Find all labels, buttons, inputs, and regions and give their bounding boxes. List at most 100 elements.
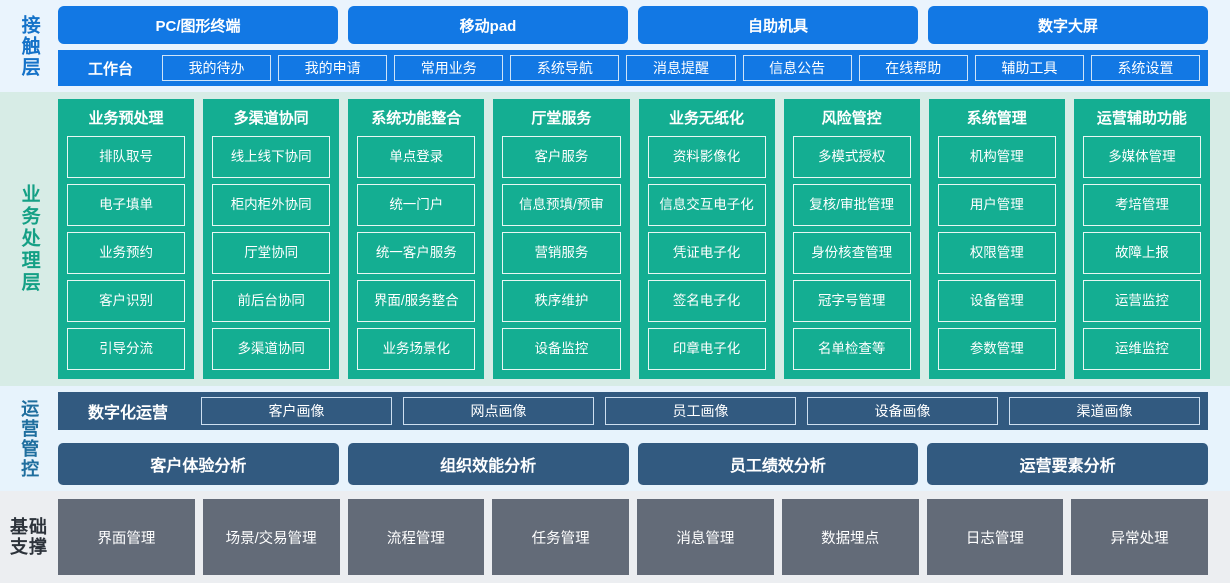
workbench-item-my-application[interactable]: 我的申请 — [278, 55, 388, 81]
biz-item[interactable]: 界面/服务整合 — [357, 280, 476, 322]
workbench-item-common-business[interactable]: 常用业务 — [394, 55, 504, 81]
column-title: 多渠道协同 — [233, 110, 309, 127]
biz-item[interactable]: 权限管理 — [937, 232, 1056, 274]
foundation-item-process-management[interactable]: 流程管理 — [347, 499, 485, 575]
biz-item[interactable]: 统一客户服务 — [357, 232, 476, 274]
business-column-hall-service: 厅堂服务 客户服务 信息预填/预审 营销服务 秩序维护 设备监控 — [493, 99, 630, 379]
biz-item[interactable]: 信息交互电子化 — [647, 184, 766, 226]
biz-item[interactable]: 运营监控 — [1082, 280, 1201, 322]
workbench-item-auxiliary-tools[interactable]: 辅助工具 — [974, 55, 1084, 81]
profile-item-employee[interactable]: 员工画像 — [605, 397, 797, 425]
biz-item[interactable]: 设备监控 — [502, 328, 621, 370]
biz-item[interactable]: 运维监控 — [1082, 328, 1201, 370]
column-items: 客户服务 信息预填/预审 营销服务 秩序维护 设备监控 — [502, 136, 621, 370]
analysis-item-organizational-efficiency[interactable]: 组织效能分析 — [347, 443, 629, 485]
biz-item[interactable]: 客户服务 — [502, 136, 621, 178]
biz-item[interactable]: 业务预约 — [67, 232, 186, 274]
business-column-preprocessing: 业务预处理 排队取号 电子填单 业务预约 客户识别 引导分流 — [58, 99, 195, 379]
analysis-item-employee-performance[interactable]: 员工绩效分析 — [637, 443, 919, 485]
column-items: 排队取号 电子填单 业务预约 客户识别 引导分流 — [67, 136, 186, 370]
biz-item[interactable]: 客户识别 — [67, 280, 186, 322]
foundation-item-message-management[interactable]: 消息管理 — [637, 499, 774, 575]
biz-item[interactable]: 电子填单 — [67, 184, 186, 226]
biz-item[interactable]: 营销服务 — [502, 232, 621, 274]
analysis-item-operation-elements[interactable]: 运营要素分析 — [927, 443, 1208, 485]
biz-item[interactable]: 前后台协同 — [212, 280, 331, 322]
foundation-label-line1: 基础 — [10, 516, 48, 537]
foundation-item-scene-transaction-management[interactable]: 场景/交易管理 — [202, 499, 340, 575]
channel-tab-mobile-pad[interactable]: 移动pad — [348, 6, 628, 44]
contact-layer-body: PC/图形终端 移动pad 自助机具 数字大屏 工作台 我的待办 我的申请 常用… — [58, 6, 1230, 86]
foundation-item-ui-management[interactable]: 界面管理 — [58, 499, 195, 575]
biz-item[interactable]: 参数管理 — [937, 328, 1056, 370]
column-items: 多媒体管理 考培管理 故障上报 运营监控 运维监控 — [1082, 136, 1201, 370]
business-column-row: 业务预处理 排队取号 电子填单 业务预约 客户识别 引导分流 多渠道协同 线上线… — [58, 99, 1210, 379]
biz-item[interactable]: 柜内柜外协同 — [212, 184, 331, 226]
column-title: 系统功能整合 — [371, 110, 462, 127]
biz-item[interactable]: 多媒体管理 — [1082, 136, 1201, 178]
biz-item[interactable]: 单点登录 — [357, 136, 476, 178]
workbench-item-my-todo[interactable]: 我的待办 — [162, 55, 272, 81]
profile-item-channel[interactable]: 渠道画像 — [1009, 397, 1201, 425]
biz-item[interactable]: 统一门户 — [357, 184, 476, 226]
foundation-label-line2: 支撑 — [10, 537, 48, 557]
channel-tab-row: PC/图形终端 移动pad 自助机具 数字大屏 — [58, 6, 1208, 44]
biz-item[interactable]: 名单检查等 — [792, 328, 911, 370]
profile-item-device[interactable]: 设备画像 — [807, 397, 999, 425]
contact-layer: 接触层 PC/图形终端 移动pad 自助机具 数字大屏 工作台 我的待办 我的申… — [0, 0, 1230, 92]
foundation-row: 界面管理 场景/交易管理 流程管理 任务管理 消息管理 数据埋点 日志管理 异常… — [58, 499, 1208, 575]
biz-item[interactable]: 机构管理 — [937, 136, 1056, 178]
column-title: 业务预处理 — [88, 110, 164, 127]
biz-item[interactable]: 引导分流 — [67, 328, 186, 370]
workbench-title: 工作台 — [88, 60, 134, 78]
biz-item[interactable]: 身份核查管理 — [792, 232, 911, 274]
column-title: 厅堂服务 — [531, 110, 592, 127]
biz-item[interactable]: 排队取号 — [67, 136, 186, 178]
biz-item[interactable]: 秩序维护 — [502, 280, 621, 322]
channel-tab-self-service[interactable]: 自助机具 — [638, 6, 918, 44]
workbench-item-system-navigation[interactable]: 系统导航 — [510, 55, 620, 81]
biz-item[interactable]: 业务场景化 — [357, 328, 476, 370]
foundation-item-log-management[interactable]: 日志管理 — [926, 499, 1064, 575]
digital-operations-title: 数字化运营 — [88, 405, 169, 422]
business-layer-body: 业务预处理 排队取号 电子填单 业务预约 客户识别 引导分流 多渠道协同 线上线… — [58, 99, 1230, 379]
biz-item[interactable]: 多渠道协同 — [212, 328, 331, 370]
biz-item[interactable]: 故障上报 — [1082, 232, 1201, 274]
biz-item[interactable]: 复核/审批管理 — [792, 184, 911, 226]
analysis-item-customer-experience[interactable]: 客户体验分析 — [58, 443, 339, 485]
profile-item-customer[interactable]: 客户画像 — [201, 397, 393, 425]
biz-item[interactable]: 签名电子化 — [647, 280, 766, 322]
channel-tab-pc[interactable]: PC/图形终端 — [58, 6, 338, 44]
foundation-item-exception-handling[interactable]: 异常处理 — [1071, 499, 1208, 575]
workbench-item-message-reminder[interactable]: 消息提醒 — [626, 55, 736, 81]
biz-item[interactable]: 印章电子化 — [647, 328, 766, 370]
business-layer-label: 业务处理层 — [18, 184, 40, 294]
column-title: 风险管控 — [821, 110, 882, 127]
biz-item[interactable]: 用户管理 — [937, 184, 1056, 226]
channel-tab-digital-screen[interactable]: 数字大屏 — [928, 6, 1208, 44]
biz-item[interactable]: 考培管理 — [1082, 184, 1201, 226]
business-column-risk-control: 风险管控 多模式授权 复核/审批管理 身份核查管理 冠字号管理 名单检查等 — [783, 99, 920, 379]
workbench-row: 工作台 我的待办 我的申请 常用业务 系统导航 消息提醒 信息公告 在线帮助 辅… — [58, 50, 1208, 86]
business-column-system-management: 系统管理 机构管理 用户管理 权限管理 设备管理 参数管理 — [928, 99, 1065, 379]
biz-item[interactable]: 信息预填/预审 — [502, 184, 621, 226]
foundation-layer-body: 界面管理 场景/交易管理 流程管理 任务管理 消息管理 数据埋点 日志管理 异常… — [58, 499, 1230, 575]
profile-item-branch[interactable]: 网点画像 — [403, 397, 595, 425]
biz-item[interactable]: 设备管理 — [937, 280, 1056, 322]
biz-item[interactable]: 线上线下协同 — [212, 136, 331, 178]
foundation-item-data-tracking[interactable]: 数据埋点 — [781, 499, 919, 575]
operations-layer: 运营管控 数字化运营 客户画像 网点画像 员工画像 设备画像 渠道画像 客户体验… — [0, 386, 1230, 491]
biz-item[interactable]: 凭证电子化 — [647, 232, 766, 274]
biz-item[interactable]: 资料影像化 — [647, 136, 766, 178]
analysis-row: 客户体验分析 组织效能分析 员工绩效分析 运营要素分析 — [58, 443, 1208, 485]
biz-item[interactable]: 多模式授权 — [792, 136, 911, 178]
workbench-item-announcement[interactable]: 信息公告 — [742, 55, 852, 81]
digital-operations-row: 数字化运营 客户画像 网点画像 员工画像 设备画像 渠道画像 — [58, 392, 1208, 430]
workbench-item-online-help[interactable]: 在线帮助 — [858, 55, 968, 81]
biz-item[interactable]: 厅堂协同 — [212, 232, 331, 274]
foundation-item-task-management[interactable]: 任务管理 — [492, 499, 629, 575]
biz-item[interactable]: 冠字号管理 — [792, 280, 911, 322]
workbench-item-system-settings[interactable]: 系统设置 — [1090, 55, 1200, 81]
business-layer: 业务处理层 业务预处理 排队取号 电子填单 业务预约 客户识别 引导分流 多渠道… — [0, 92, 1230, 386]
business-column-system-integration: 系统功能整合 单点登录 统一门户 统一客户服务 界面/服务整合 业务场景化 — [348, 99, 485, 379]
